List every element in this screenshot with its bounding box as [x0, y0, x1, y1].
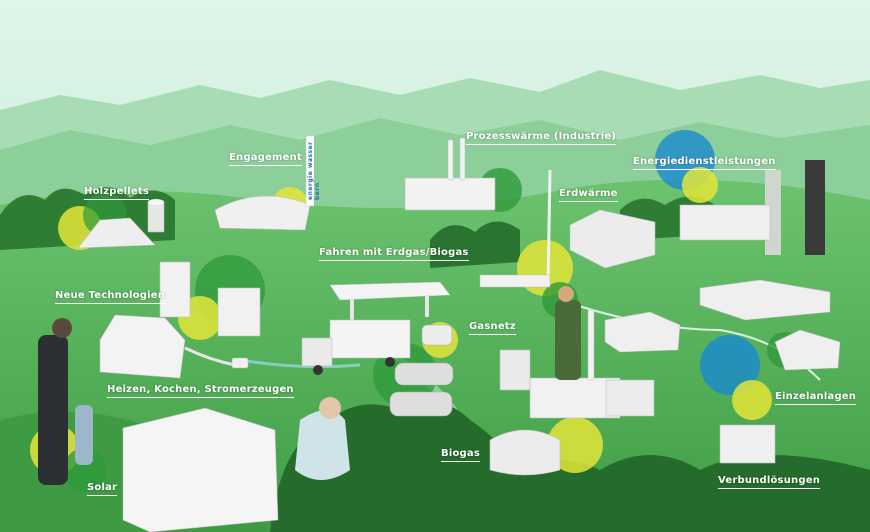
heating-unit-icon	[499, 349, 531, 391]
child-icon	[75, 405, 93, 465]
radiator-icon	[217, 287, 261, 337]
label-neue-technologien-text: Neue Technologien	[55, 290, 166, 301]
gas-station-icon	[329, 281, 451, 320]
label-underline	[718, 488, 821, 489]
person-icon	[38, 318, 72, 485]
car-icon	[389, 324, 454, 417]
label-energiedienstleistungen-text: Energiedienstleistungen	[633, 156, 776, 167]
label-verbundloesungen: Verbundlösungen	[718, 475, 821, 489]
sign-pole	[305, 135, 315, 207]
label-underline	[633, 169, 776, 170]
label-biogas-text: Biogas	[441, 448, 480, 459]
back-forest-mid	[430, 221, 520, 268]
label-underline	[775, 404, 857, 405]
label-biogas: Biogas	[441, 448, 480, 462]
label-underline	[466, 144, 617, 145]
label-heizen-text: Heizen, Kochen, Stromerzeugen	[107, 384, 294, 395]
girl-icon	[295, 397, 350, 480]
label-underline	[107, 397, 294, 398]
label-erdwaerme: Erdwärme	[559, 188, 618, 202]
label-underline	[469, 334, 516, 335]
sign-ewb: energie wasser bern	[307, 141, 321, 200]
plug-icon	[184, 346, 249, 369]
label-heizen: Heizen, Kochen, Stromerzeugen	[107, 384, 294, 398]
river	[239, 358, 361, 369]
label-holzpellets: Holzpellets	[84, 186, 149, 200]
label-erdwaerme-text: Erdwärme	[559, 188, 618, 199]
label-gasnetz-text: Gasnetz	[469, 321, 516, 332]
house-icon	[99, 314, 186, 379]
label-solar-text: Solar	[87, 482, 118, 493]
residential-houses-icon	[604, 279, 841, 464]
label-fahren: Fahren mit Erdgas/Biogas	[319, 247, 469, 261]
label-underline	[55, 303, 166, 304]
label-solar: Solar	[87, 482, 118, 496]
dome-hall-icon	[214, 195, 311, 231]
label-einzelanlagen: Einzelanlagen	[775, 391, 857, 405]
label-einzelanlagen-text: Einzelanlagen	[775, 391, 857, 402]
label-fahren-text: Fahren mit Erdgas/Biogas	[319, 247, 469, 258]
worker-icon	[555, 286, 581, 380]
label-gasnetz: Gasnetz	[469, 321, 516, 335]
label-neue-technologien: Neue Technologien	[55, 290, 166, 304]
biogas-plant-icon	[529, 309, 655, 419]
apartment-block-icon	[122, 407, 279, 532]
factory-icon	[404, 137, 496, 211]
label-engagement: Engagement	[229, 152, 302, 166]
drill-rig-icon	[479, 169, 552, 288]
label-underline	[84, 199, 149, 200]
digester-tank-icon	[489, 429, 561, 476]
label-underline	[87, 495, 118, 496]
truck-icon	[301, 319, 411, 375]
label-verbundloesungen-text: Verbundlösungen	[718, 475, 821, 486]
label-underline	[441, 461, 480, 462]
office-building-icon	[569, 209, 656, 269]
label-underline	[559, 201, 618, 202]
businesspeople-icon	[679, 160, 825, 255]
label-prozesswaerme: Prozesswärme (Industrie)	[466, 131, 617, 145]
label-engagement-text: Engagement	[229, 152, 302, 163]
label-prozesswaerme-text: Prozesswärme (Industrie)	[466, 131, 617, 142]
label-underline	[229, 165, 302, 166]
label-underline	[319, 260, 469, 261]
label-energiedienstleistungen: Energiedienstleistungen	[633, 156, 776, 170]
wood-pellets-icon	[77, 217, 156, 249]
stove-icon	[159, 261, 191, 318]
label-holzpellets-text: Holzpellets	[84, 186, 149, 197]
silo-icon	[147, 199, 165, 233]
